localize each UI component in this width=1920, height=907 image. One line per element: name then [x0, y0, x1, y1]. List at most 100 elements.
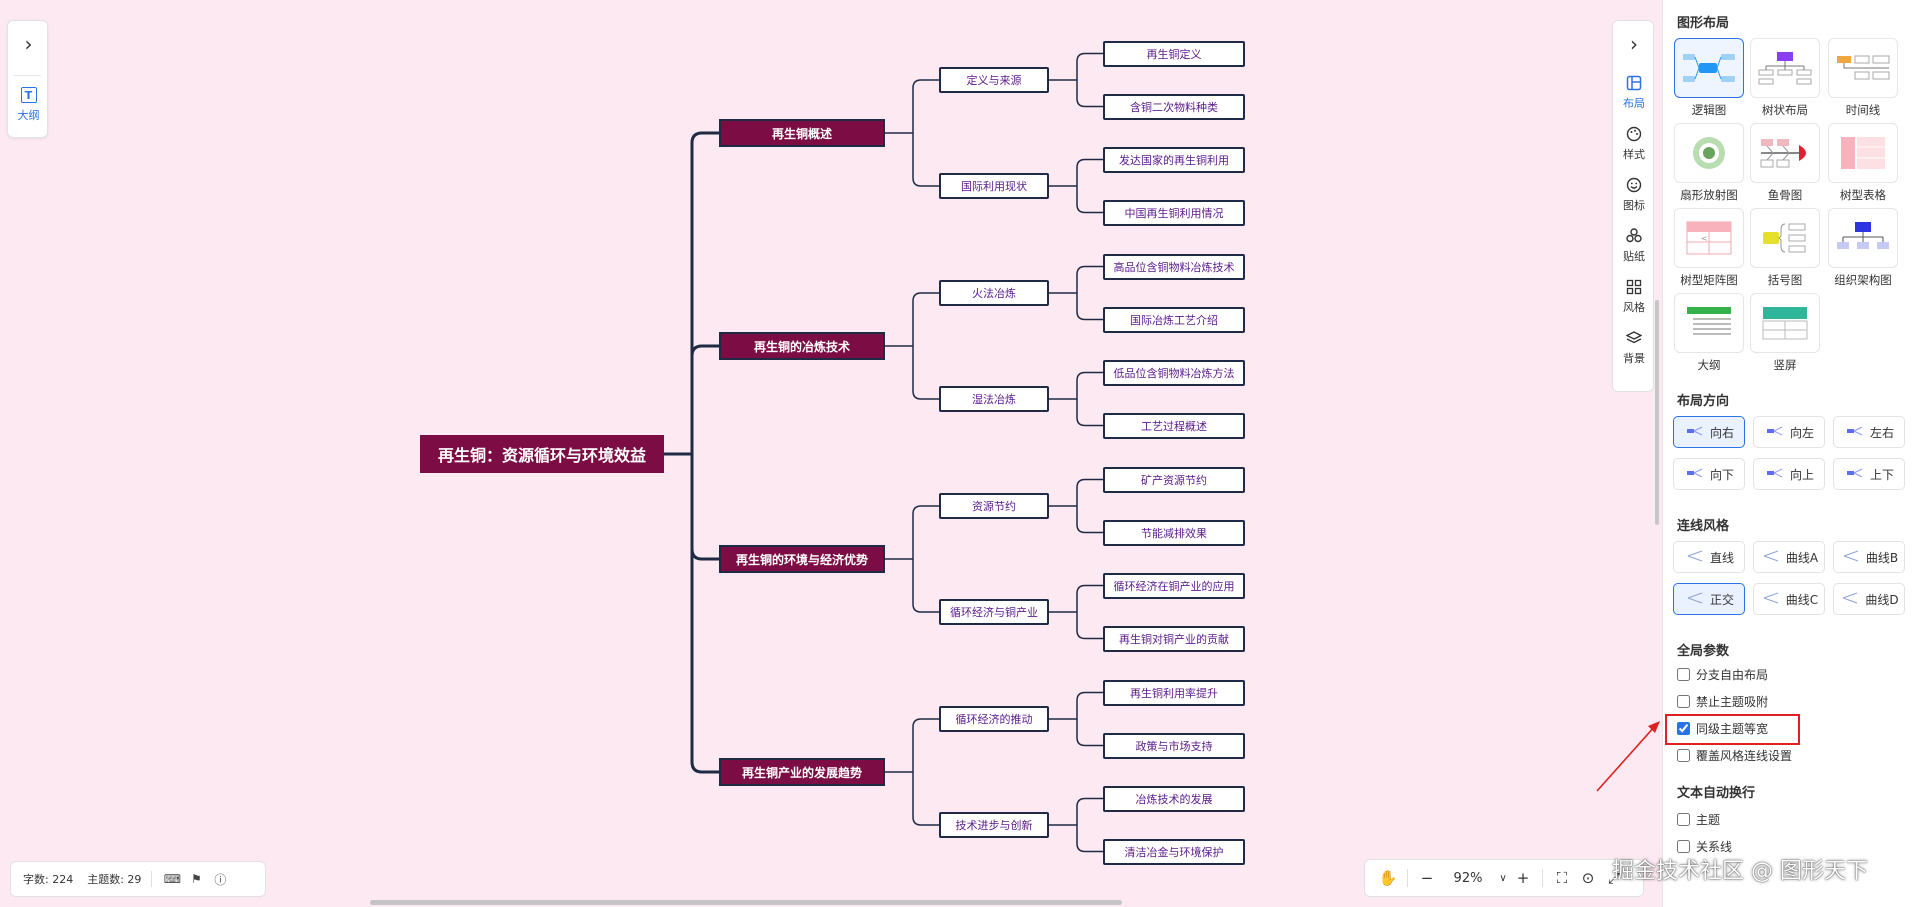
hand-icon[interactable]: ✋ — [1378, 869, 1398, 887]
layout-logic[interactable]: 逻辑图 — [1673, 38, 1745, 120]
topic-level1[interactable]: 再生铜概述 — [719, 119, 885, 147]
global-option-checkbox[interactable] — [1677, 695, 1690, 708]
layout-fishbone[interactable]: 鱼骨图 — [1749, 123, 1821, 205]
tool-theme[interactable]: 风格 — [1613, 277, 1655, 323]
line-style-option-1[interactable]: 曲线A — [1753, 541, 1825, 573]
connector — [912, 79, 939, 133]
topic-level1[interactable]: 再生铜的冶炼技术 — [719, 332, 885, 360]
info-icon[interactable]: ⓘ — [214, 872, 227, 887]
line-style-option-4[interactable]: 曲线C — [1753, 583, 1825, 615]
topic-level2[interactable]: 湿法冶炼 — [939, 386, 1049, 412]
global-option-checkbox[interactable] — [1677, 668, 1690, 681]
line-style-option-0[interactable]: 直线 — [1673, 541, 1745, 573]
wrap-option-checkbox[interactable] — [1677, 813, 1690, 826]
topic-level3[interactable]: 中国再生铜利用情况 — [1103, 199, 1245, 226]
mindmap-canvas[interactable]: 再生铜：资源循环与环境效益 再生铜概述 定义与来源 再生铜定义含铜二次物料种类国际利… — [0, 0, 1660, 907]
direction-option-5[interactable]: 上下 — [1833, 458, 1905, 490]
topic-level2[interactable]: 国际利用现状 — [939, 173, 1049, 199]
global-option-0[interactable]: 分支自由布局 — [1677, 666, 1768, 683]
zoom-bar: ✋ − 92% ∨ + ⛶ ⊙ ⤢ — [1364, 859, 1644, 897]
layout-bracket[interactable]: 括号图 — [1749, 208, 1821, 290]
layout-portrait[interactable]: 竖屏 — [1749, 293, 1821, 375]
layers-icon — [1624, 328, 1644, 348]
topic-level1[interactable]: 再生铜的环境与经济优势 — [719, 545, 885, 573]
topic-level3[interactable]: 冶炼技术的发展 — [1103, 785, 1245, 812]
direction-option-0[interactable]: 向右 — [1673, 416, 1745, 448]
topic-level3[interactable]: 政策与市场支持 — [1103, 732, 1245, 759]
direction-option-3[interactable]: 向下 — [1673, 458, 1745, 490]
tool-layout[interactable]: 布局 — [1613, 73, 1655, 119]
fit-screen-icon[interactable]: ⛶ — [1556, 869, 1568, 887]
flag-icon[interactable]: ⚑ — [191, 872, 202, 886]
topic-level3[interactable]: 节能减排效果 — [1103, 519, 1245, 546]
direction-option-glyph-icon — [1684, 424, 1710, 441]
tool-style[interactable]: 样式 — [1613, 124, 1655, 170]
topic-level3[interactable]: 清洁冶金与环境保护 — [1103, 838, 1245, 865]
zoom-in-button[interactable]: + — [1516, 869, 1530, 887]
layout-tree-matrix[interactable]: <树型矩阵图 — [1673, 208, 1745, 290]
locate-center-icon[interactable]: ⊙ — [1581, 869, 1595, 887]
line-style-option-3[interactable]: 正交 — [1673, 583, 1745, 615]
layout-timeline[interactable]: 时间线 — [1827, 38, 1899, 120]
direction-option-glyph-icon — [1684, 466, 1710, 483]
global-option-1[interactable]: 禁止主题吸附 — [1677, 693, 1768, 710]
global-option-3[interactable]: 覆盖风格连线设置 — [1677, 747, 1792, 764]
wrap-option-0[interactable]: 主题 — [1677, 811, 1720, 828]
tool-style-label: 样式 — [1623, 148, 1645, 161]
direction-option-1[interactable]: 向左 — [1753, 416, 1825, 448]
expand-left-chevron-icon[interactable]: › — [24, 32, 33, 56]
topic-level3[interactable]: 高品位含铜物料冶炼技术 — [1103, 253, 1245, 280]
layout-org-chart[interactable]: 组织架构图 — [1827, 208, 1899, 290]
topic-level3[interactable]: 再生铜定义 — [1103, 40, 1245, 67]
topic-level2[interactable]: 循环经济的推动 — [939, 706, 1049, 732]
chevron-down-icon[interactable]: ∨ — [1499, 872, 1507, 884]
global-option-checkbox[interactable] — [1677, 749, 1690, 762]
wrap-option-1[interactable]: 关系线 — [1677, 838, 1732, 855]
global-option-checkbox[interactable] — [1677, 722, 1690, 735]
root-topic[interactable]: 再生铜：资源循环与环境效益 — [420, 435, 664, 473]
global-option-label: 禁止主题吸附 — [1696, 695, 1769, 709]
keyboard-icon[interactable]: ⌨ — [163, 872, 182, 886]
vertical-scrollbar[interactable] — [1655, 300, 1659, 525]
direction-option-4[interactable]: 向上 — [1753, 458, 1825, 490]
horizontal-scrollbar[interactable] — [370, 900, 1122, 905]
layout-bracket-label: 括号图 — [1767, 273, 1803, 287]
topic-level3[interactable]: 国际冶炼工艺介绍 — [1103, 306, 1245, 333]
zoom-out-button[interactable]: − — [1420, 869, 1434, 887]
connector — [912, 718, 939, 772]
line-style-option-5[interactable]: 曲线D — [1833, 583, 1905, 615]
topic-level3[interactable]: 低品位含铜物料冶炼方法 — [1103, 359, 1245, 386]
tool-icon[interactable]: 图标 — [1613, 175, 1655, 221]
tool-background[interactable]: 背景 — [1613, 328, 1655, 374]
topic-level3[interactable]: 矿产资源节约 — [1103, 466, 1245, 493]
topic-level2[interactable]: 资源节约 — [939, 493, 1049, 519]
layout-outline[interactable]: 大纲 — [1673, 293, 1745, 375]
layout-tree[interactable]: 树状布局 — [1749, 38, 1821, 120]
direction-option-label: 向上 — [1789, 467, 1814, 482]
topic-level3[interactable]: 循环经济在铜产业的应用 — [1103, 572, 1245, 599]
layout-radial[interactable]: 扇形放射图 — [1673, 123, 1745, 205]
fullscreen-icon[interactable]: ⤢ — [1607, 869, 1620, 887]
topic-level2[interactable]: 技术进步与创新 — [939, 812, 1049, 838]
topic-level1[interactable]: 再生铜产业的发展趋势 — [719, 758, 885, 786]
topic-level3[interactable]: 发达国家的再生铜利用 — [1103, 146, 1245, 173]
topic-level3[interactable]: 再生铜利用率提升 — [1103, 679, 1245, 706]
connector — [912, 133, 939, 187]
tool-sticker[interactable]: 贴纸 — [1613, 226, 1655, 272]
topic-level3[interactable]: 工艺过程概述 — [1103, 412, 1245, 439]
radial-fan-icon — [1674, 123, 1744, 183]
layout-tree-table[interactable]: 树型表格 — [1827, 123, 1899, 205]
topic-level3[interactable]: 再生铜对铜产业的贡献 — [1103, 625, 1245, 652]
line-style-option-2[interactable]: 曲线B — [1833, 541, 1905, 573]
topic-level3[interactable]: 含铜二次物料种类 — [1103, 93, 1245, 120]
zoom-level[interactable]: 92% — [1453, 870, 1483, 886]
global-option-2[interactable]: 同级主题等宽 — [1677, 720, 1768, 737]
topic-level2[interactable]: 火法冶炼 — [939, 280, 1049, 306]
topic-level2[interactable]: 循环经济与铜产业 — [939, 599, 1049, 625]
direction-option-2[interactable]: 左右 — [1833, 416, 1905, 448]
topic-level2[interactable]: 定义与来源 — [939, 67, 1049, 93]
collapse-panel-chevron-icon[interactable]: › — [1630, 32, 1638, 56]
outline-button[interactable]: T 大纲 — [8, 83, 49, 133]
outline-label: 大纲 — [17, 109, 40, 122]
wrap-option-checkbox[interactable] — [1677, 840, 1690, 853]
